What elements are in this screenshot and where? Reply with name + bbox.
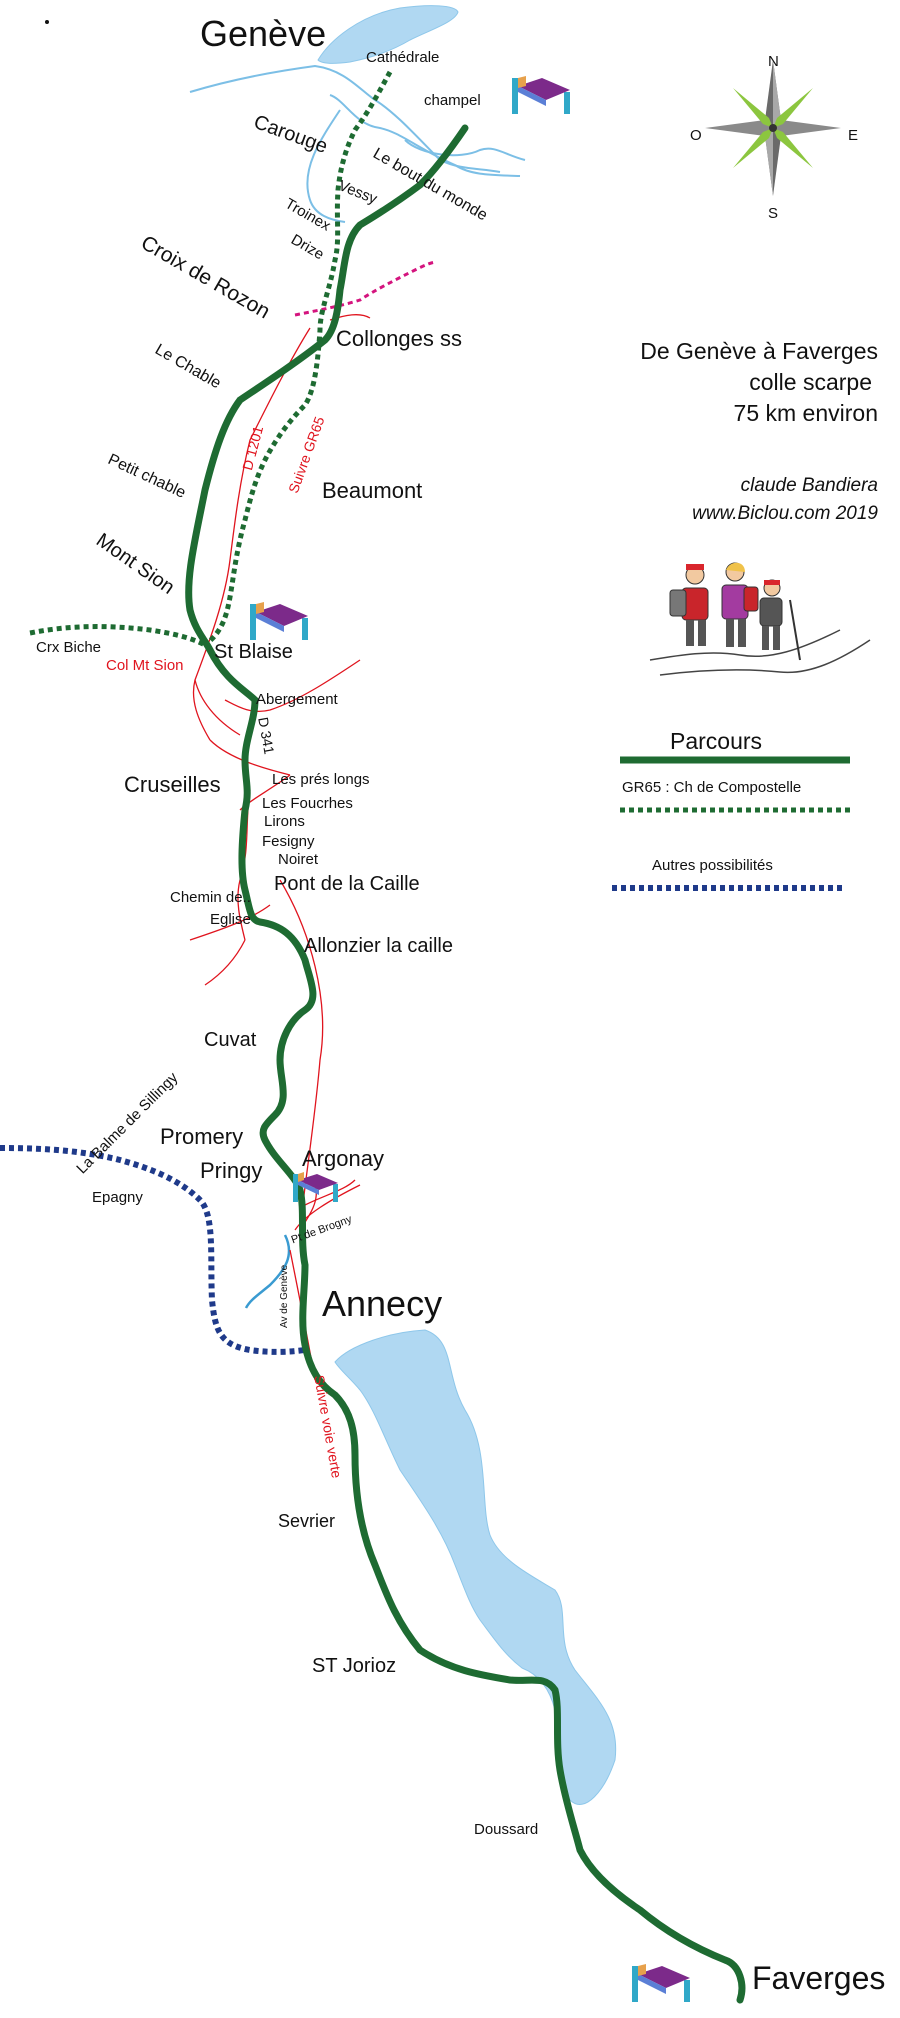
map-title: De Genève à Faverges colle scarpe 75 km … bbox=[640, 336, 878, 429]
compass-north: N bbox=[768, 53, 779, 70]
place-cruseilles: Cruseilles bbox=[124, 772, 221, 797]
legend-label-gr65: GR65 : Ch de Compostelle bbox=[622, 779, 802, 796]
other-route-path bbox=[0, 1145, 306, 1355]
place-epagny: Epagny bbox=[92, 1189, 143, 1206]
place-st-jorioz: ST Jorioz bbox=[312, 1655, 397, 1677]
place-chemin-de: Chemin de.. bbox=[170, 889, 251, 906]
place-eglise: Eglise bbox=[210, 911, 251, 928]
compass-west: O bbox=[690, 127, 702, 144]
bed-icon bbox=[512, 76, 570, 114]
river-rhone bbox=[189, 64, 501, 173]
place-crx-biche: Crx Biche bbox=[36, 639, 102, 656]
place-cathedrale: Cathédrale bbox=[366, 49, 440, 66]
lake-annecy bbox=[334, 1329, 617, 1805]
map-credits: claude Bandiera www.Biclou.com 2019 bbox=[692, 472, 878, 528]
place-lirons: Lirons bbox=[264, 813, 305, 830]
place-st-blaise: St Blaise bbox=[214, 641, 293, 663]
river-aire bbox=[404, 139, 526, 161]
bed-icon bbox=[250, 602, 308, 640]
place-sevrier: Sevrier bbox=[278, 1511, 336, 1531]
river-arve bbox=[329, 94, 521, 177]
place-argonay: Argonay bbox=[302, 1146, 384, 1171]
place-pres-longs: Les prés longs bbox=[272, 771, 370, 788]
place-cuvat: Cuvat bbox=[204, 1029, 257, 1051]
place-doussard: Doussard bbox=[474, 1821, 539, 1838]
place-collonges: Collonges ss bbox=[336, 326, 462, 351]
place-geneve: Genève bbox=[200, 13, 327, 54]
lake-geneva bbox=[317, 5, 459, 64]
legend-label-route: Parcours bbox=[670, 728, 763, 754]
river-drize bbox=[306, 109, 346, 223]
place-champel: champel bbox=[424, 92, 481, 109]
corner-dot bbox=[45, 20, 49, 24]
place-beaumont: Beaumont bbox=[322, 478, 423, 503]
place-noiret: Noiret bbox=[278, 851, 319, 868]
main-route-path bbox=[185, 124, 746, 2004]
place-pringy: Pringy bbox=[200, 1158, 263, 1183]
credit-author: claude Bandiera bbox=[740, 475, 878, 496]
river-fier bbox=[244, 1234, 291, 1309]
title-line-1: De Genève à Faverges bbox=[640, 338, 878, 364]
bed-icon bbox=[632, 1964, 690, 2002]
compass-rose bbox=[705, 60, 841, 196]
gr65-path bbox=[203, 70, 393, 647]
hikers-illustration bbox=[649, 562, 871, 676]
place-allonzier: Allonzier la caille bbox=[304, 935, 453, 957]
place-pont-de-la-caille: Pont de la Caille bbox=[274, 873, 420, 895]
place-promery: Promery bbox=[160, 1124, 244, 1149]
title-line-3: 75 km environ bbox=[733, 400, 878, 426]
place-abergement: Abergement bbox=[256, 691, 338, 708]
compass-south: S bbox=[768, 205, 779, 222]
place-fesigny: Fesigny bbox=[262, 833, 315, 850]
compass-east: E bbox=[848, 127, 859, 144]
title-line-2: colle scarpe bbox=[749, 369, 872, 395]
place-foucrhes: Les Foucrhes bbox=[262, 795, 353, 812]
legend-label-others: Autres possibilités bbox=[652, 857, 773, 874]
credit-site: www.Biclou.com 2019 bbox=[692, 503, 878, 524]
place-annecy: Annecy bbox=[322, 1283, 443, 1324]
place-faverges: Faverges bbox=[752, 1960, 886, 1996]
place-col-mt-sion: Col Mt Sion bbox=[106, 657, 184, 674]
variant-route bbox=[294, 260, 438, 317]
gr65-crx-biche bbox=[29, 624, 207, 648]
street-av-de-geneve: Av de Genève bbox=[279, 1264, 290, 1328]
bed-icon bbox=[293, 1172, 338, 1202]
